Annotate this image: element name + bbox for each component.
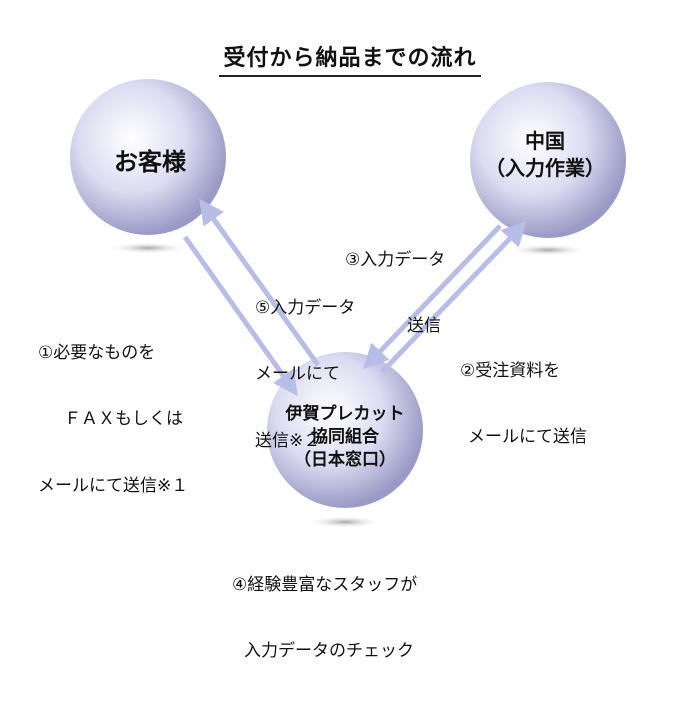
arrow-step3 bbox=[363, 224, 502, 370]
node-china-line2: （入力作業） bbox=[485, 156, 605, 180]
step5-line2: メールにて bbox=[255, 364, 340, 385]
step5-label: ⑤入力データ メールにて 送信※２ bbox=[255, 253, 355, 496]
step2-label: ②受注資料を メールにて送信 bbox=[460, 316, 587, 493]
node-iga-line1: 伊賀プレカット bbox=[285, 404, 405, 424]
step5-line1: ⑤入力データ bbox=[255, 298, 356, 319]
node-iga-line2: 協同組合 bbox=[311, 426, 379, 447]
flow-diagram: 受付から納品までの流れ お客様 中国 （入力作業） 伊賀プレカット 協同組合 （… bbox=[0, 40, 700, 661]
step4-line1: ④経験豊富なスタッフが bbox=[232, 575, 418, 596]
arrow-step2 bbox=[380, 220, 527, 374]
arrow-step5 bbox=[199, 198, 321, 367]
sphere-customer bbox=[70, 79, 226, 235]
node-iga: 伊賀プレカット 協同組合 （日本窓口） bbox=[255, 403, 435, 472]
page-title-text: 受付から納品までの流れ bbox=[219, 46, 481, 77]
node-customer: お客様 bbox=[60, 146, 240, 178]
step3-line1: ③入力データ bbox=[345, 250, 446, 271]
step1-label: ①必要なものを ＦＡＸもしくは メールにて送信※１ bbox=[38, 298, 188, 541]
sphere-shadow-iga bbox=[307, 516, 383, 528]
sphere-shadow-china bbox=[508, 244, 588, 256]
node-china-line1: 中国 bbox=[525, 129, 565, 153]
node-china: 中国 （入力作業） bbox=[460, 128, 630, 182]
node-iga-line3: （日本窓口） bbox=[294, 449, 396, 470]
step4-line2: 入力データのチェック bbox=[244, 641, 414, 662]
step1-line2: ＦＡＸもしくは bbox=[64, 409, 183, 430]
diagram-canvas bbox=[70, 79, 626, 528]
step3-line2: 送信 bbox=[407, 316, 441, 337]
sphere-shadow-customer bbox=[108, 242, 188, 254]
step3-label: ③入力データ 送信 bbox=[345, 205, 445, 382]
step4-label: ④経験豊富なスタッフが 入力データのチェック bbox=[232, 530, 417, 707]
sphere-china bbox=[470, 82, 626, 238]
sphere-iga bbox=[267, 352, 423, 508]
page-title: 受付から納品までの流れ bbox=[0, 40, 700, 77]
step5-line3: 送信※２ bbox=[255, 430, 321, 451]
step1-line3: メールにて送信※１ bbox=[38, 475, 189, 496]
step2-line2: メールにて送信 bbox=[468, 427, 587, 448]
step1-line1: ①必要なものを bbox=[38, 343, 156, 364]
arrow-step1 bbox=[182, 235, 298, 397]
step2-line1: ②受注資料を bbox=[460, 361, 561, 382]
node-customer-label: お客様 bbox=[114, 148, 186, 176]
